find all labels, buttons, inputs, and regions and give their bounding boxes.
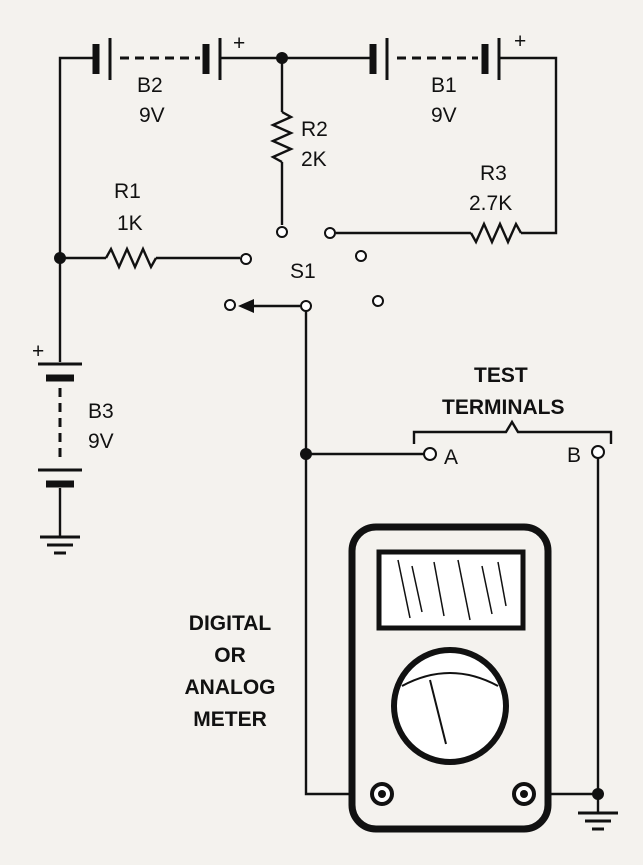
switch-contact-6 [224, 299, 236, 311]
switch-contact-5 [372, 295, 384, 307]
multimeter [348, 523, 552, 833]
b1-name-label: B1 [431, 74, 457, 97]
meter-display [376, 549, 526, 631]
test-terminals-title-2: TERMINALS [442, 396, 565, 419]
meter-needle [429, 679, 447, 745]
b1-polarity-label: + [514, 30, 526, 53]
ground-icon-left [40, 535, 80, 555]
switch-pole [300, 300, 312, 312]
resistor-r1-symbol [104, 246, 158, 270]
b2-voltage-label: 9V [139, 104, 165, 127]
b3-polarity-label: + [32, 340, 44, 363]
r2-name-label: R2 [301, 118, 328, 141]
test-terminals-title-1: TEST [474, 364, 528, 387]
r3-value-label: 2.7K [469, 192, 512, 215]
meter-label-line2: OR [214, 644, 246, 667]
terminal-a-label: A [444, 446, 458, 469]
switch-contact-r1 [240, 253, 252, 265]
r2-value-label: 2K [301, 148, 327, 171]
r3-name-label: R3 [480, 162, 507, 185]
battery-b3-symbol [38, 362, 82, 488]
meter-label-line1: DIGITAL [189, 612, 272, 635]
junction-top [276, 52, 288, 64]
test-terminal-a [423, 447, 437, 461]
resistor-r2-symbol [270, 110, 294, 164]
meter-dial [391, 647, 509, 765]
meter-label-line3: ANALOG [185, 676, 276, 699]
b2-polarity-label: + [233, 32, 245, 55]
test-terminals-bracket [412, 419, 613, 444]
ground-icon-right [578, 811, 618, 831]
wire-left-top [58, 56, 93, 258]
switch-arrow-icon [238, 299, 254, 313]
resistor-r3-symbol [469, 221, 523, 245]
b2-name-label: B2 [137, 74, 163, 97]
test-terminal-b [591, 445, 605, 459]
meter-label-line4: METER [193, 708, 267, 731]
switch-contact-r2 [276, 226, 288, 238]
r1-value-label: 1K [117, 212, 143, 235]
b1-voltage-label: 9V [431, 104, 457, 127]
r1-name-label: R1 [114, 180, 141, 203]
junction-terminal-b [592, 788, 604, 800]
wire-right-loop [499, 56, 558, 235]
switch-contact-r3 [324, 227, 336, 239]
b3-name-label: B3 [88, 400, 114, 423]
terminal-b-label: B [567, 444, 581, 467]
s1-label: S1 [290, 260, 316, 283]
b3-voltage-label: 9V [88, 430, 114, 453]
switch-contact-4 [355, 250, 367, 262]
